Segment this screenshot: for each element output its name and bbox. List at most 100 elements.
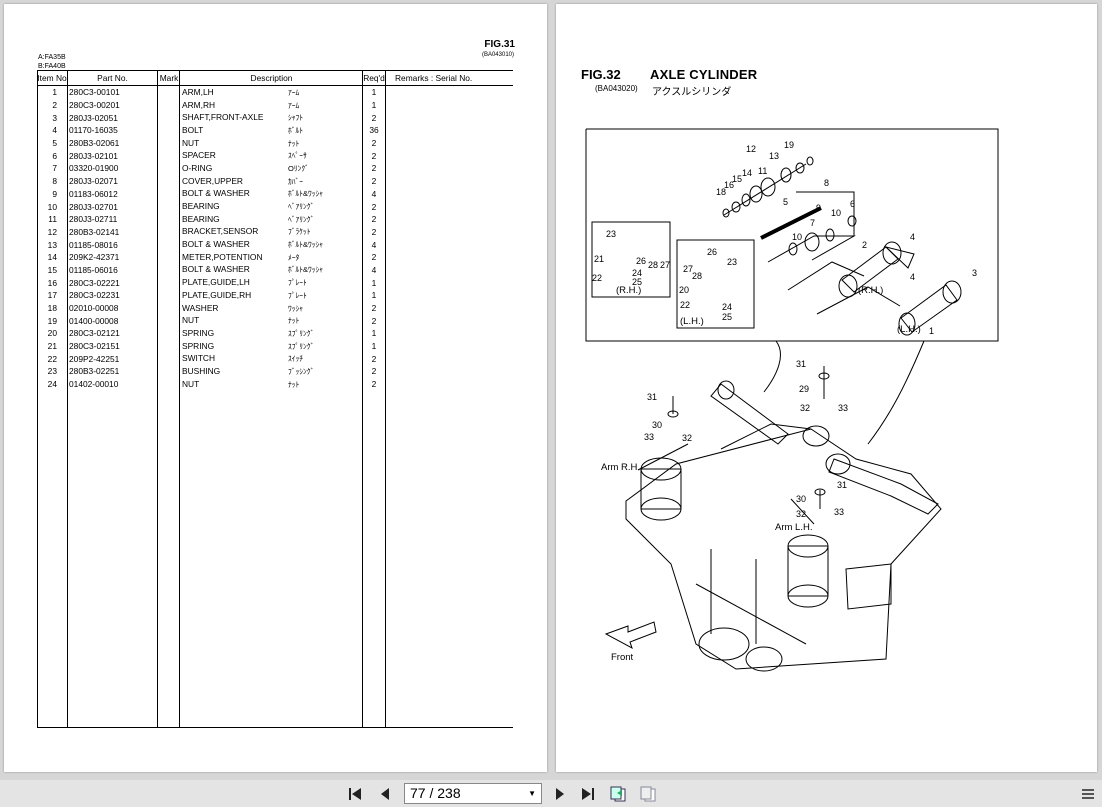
svg-text:22: 22 xyxy=(592,273,602,283)
mark xyxy=(158,340,180,353)
req-qty: 2 xyxy=(371,315,377,326)
mark xyxy=(158,352,180,365)
svg-text:5: 5 xyxy=(783,197,788,207)
last-page-icon xyxy=(582,788,594,800)
label-arm-rh: Arm R.H. xyxy=(601,462,640,473)
description-jp: Oﾘﾝｸﾞ xyxy=(288,163,309,173)
fig-label: FIG.32 xyxy=(581,67,621,82)
right-page: FIG.32 AXLE CYLINDER (BA043020) アクスルシリンダ xyxy=(556,4,1097,772)
part-no: 209K2-42371 xyxy=(69,252,120,263)
part-no: 01183-06012 xyxy=(69,188,118,199)
part-no: 01185-08016 xyxy=(69,239,118,250)
svg-text:32: 32 xyxy=(800,403,810,413)
svg-text:18: 18 xyxy=(716,187,726,197)
part-no: 280J3-02051 xyxy=(69,112,118,123)
insert-page-button[interactable] xyxy=(638,784,658,804)
mark xyxy=(158,365,180,378)
rule xyxy=(385,70,386,728)
remarks xyxy=(385,314,513,327)
rule xyxy=(157,70,158,728)
svg-text:15: 15 xyxy=(732,174,742,184)
prev-page-button[interactable] xyxy=(375,784,395,804)
label-arm-lh: Arm L.H. xyxy=(775,522,812,533)
req-qty: 2 xyxy=(371,303,377,314)
description-en: METER,POTENTION xyxy=(182,251,263,262)
mark xyxy=(158,276,180,289)
mark xyxy=(158,149,180,162)
rule xyxy=(179,70,180,728)
description-jp: ｽｲｯﾁ xyxy=(288,354,303,364)
description-en: BOLT xyxy=(182,124,204,135)
prev-page-icon xyxy=(381,788,389,800)
part-no: 280C3-00101 xyxy=(69,87,120,98)
last-page-button[interactable] xyxy=(578,784,598,804)
svg-text:31: 31 xyxy=(647,392,657,402)
mark xyxy=(158,124,180,137)
svg-text:32: 32 xyxy=(682,433,692,443)
extract-page-button[interactable] xyxy=(608,784,628,804)
page-number-select[interactable]: 77 / 238 ▼ xyxy=(404,783,542,804)
svg-text:25: 25 xyxy=(722,312,732,322)
first-page-button[interactable] xyxy=(345,784,365,804)
menu-button[interactable] xyxy=(1078,784,1098,804)
next-page-icon xyxy=(556,788,564,800)
remarks xyxy=(385,378,513,391)
remarks xyxy=(385,175,513,188)
part-no: 280B3-02061 xyxy=(69,138,120,149)
description-jp: ﾌﾟﾚｰﾄ xyxy=(288,290,307,300)
item-no: 20 xyxy=(47,328,57,339)
item-no: 17 xyxy=(47,290,57,301)
mark xyxy=(158,289,180,302)
remarks xyxy=(385,86,513,99)
item-no: 14 xyxy=(47,252,57,263)
description-jp: ﾒｰﾀ xyxy=(288,252,300,262)
label-lh-inset: (L.H.) xyxy=(680,316,704,327)
svg-text:3: 3 xyxy=(972,268,977,278)
rule xyxy=(67,70,68,728)
remarks xyxy=(385,238,513,251)
part-no: 01402-00010 xyxy=(69,379,119,390)
mark xyxy=(158,378,180,391)
description-jp: ｼｬﾌﾄ xyxy=(288,113,303,123)
description-jp: ｽﾌﾟﾘﾝｸﾞ xyxy=(288,328,315,338)
model-a: A:FA35B xyxy=(38,54,66,61)
description-en: BOLT & WASHER xyxy=(182,188,250,199)
description-en: BUSHING xyxy=(182,365,221,376)
next-page-button[interactable] xyxy=(550,784,570,804)
description-en: NUT xyxy=(182,378,200,389)
req-qty: 4 xyxy=(371,239,377,250)
part-no: 280C3-02121 xyxy=(69,328,120,339)
item-no: 10 xyxy=(47,201,57,212)
label-rh-cyl: (R.H.) xyxy=(858,285,883,296)
item-no: 19 xyxy=(47,315,57,326)
col-mark: Mark xyxy=(158,70,180,86)
svg-text:11: 11 xyxy=(758,166,767,176)
description-jp: ﾎﾞﾙﾄ&ﾜｯｼｬ xyxy=(288,240,324,250)
svg-text:12: 12 xyxy=(746,144,756,154)
svg-text:19: 19 xyxy=(784,140,794,150)
svg-text:26: 26 xyxy=(636,256,646,266)
insert-pages-icon xyxy=(640,786,656,802)
req-qty: 4 xyxy=(371,188,377,199)
description-en: BOLT & WASHER xyxy=(182,264,250,275)
item-no: 3 xyxy=(52,112,57,123)
fig-jp-title: アクスルシリンダ xyxy=(652,87,732,98)
req-qty: 1 xyxy=(371,341,377,352)
mark xyxy=(158,86,180,99)
svg-text:1: 1 xyxy=(929,326,934,336)
rule xyxy=(362,70,363,728)
table-header: Item No Part No. Mark Description Req'd … xyxy=(37,70,513,86)
description-en: SPRING xyxy=(182,340,215,351)
